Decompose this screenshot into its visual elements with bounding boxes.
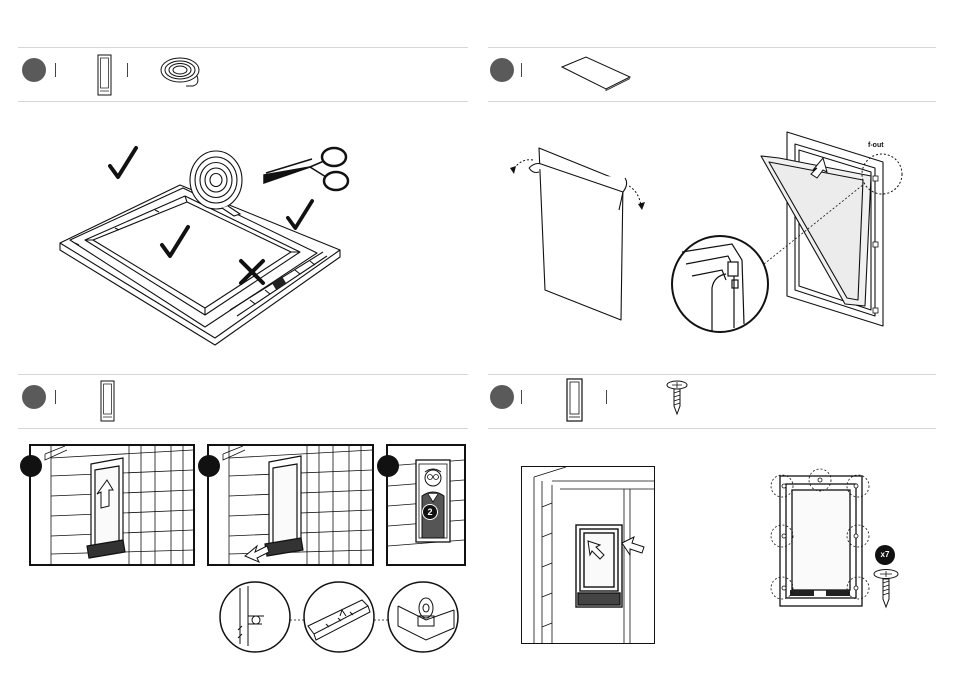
screw-count-badge: x7 — [875, 545, 895, 565]
shed-corner-window-illustration — [522, 467, 654, 643]
step-3-panel-a — [29, 444, 195, 566]
foam-tape-roll-icon — [160, 54, 204, 90]
separator — [55, 63, 56, 77]
step-4-panel — [521, 466, 655, 644]
screw-icon — [666, 380, 688, 416]
divider-top-left — [18, 47, 468, 48]
check-icon — [160, 225, 190, 259]
protective-film-sheet-icon — [560, 55, 632, 91]
screw-icon — [873, 569, 899, 609]
step-2-circle — [490, 58, 514, 82]
separator — [55, 390, 56, 404]
sub-step-circle — [20, 455, 42, 477]
sub-step-circle — [377, 455, 399, 477]
separator — [606, 390, 607, 404]
check-icon — [108, 146, 138, 180]
window-frame-icon — [100, 380, 116, 422]
step-2-peel-film-illustration — [505, 140, 655, 325]
step-4-circle — [490, 385, 514, 409]
step-4-frame-screw-points — [768, 462, 874, 612]
divider-mid-right-2 — [488, 428, 936, 429]
cross-icon — [238, 258, 266, 286]
divider-mid-left — [18, 374, 468, 375]
divider-mid-left-2 — [18, 428, 468, 429]
shed-wall-window-illustration — [209, 446, 372, 564]
scissors-icon — [262, 145, 352, 193]
detail-magnifier-circle — [672, 148, 904, 334]
shed-wall-window-illustration — [31, 446, 193, 564]
step-3-detail-circles — [218, 580, 462, 654]
window-frame-icon — [97, 54, 113, 96]
window-frame-icon — [565, 378, 585, 422]
divider-top-left-2 — [18, 101, 468, 102]
separator — [521, 63, 522, 77]
step-1-circle — [22, 58, 46, 82]
divider-top-right-2 — [488, 101, 936, 102]
check-icon — [286, 198, 314, 232]
foam-tape-roll-icon — [188, 148, 250, 218]
step-3-circle — [22, 385, 46, 409]
sub-step-2-badge: 2 — [422, 504, 438, 520]
sub-step-circle — [198, 455, 220, 477]
divider-top-right — [488, 47, 936, 48]
separator — [127, 63, 128, 77]
step-3-panel-b — [207, 444, 374, 566]
separator — [521, 390, 522, 404]
divider-mid-right — [488, 374, 936, 375]
